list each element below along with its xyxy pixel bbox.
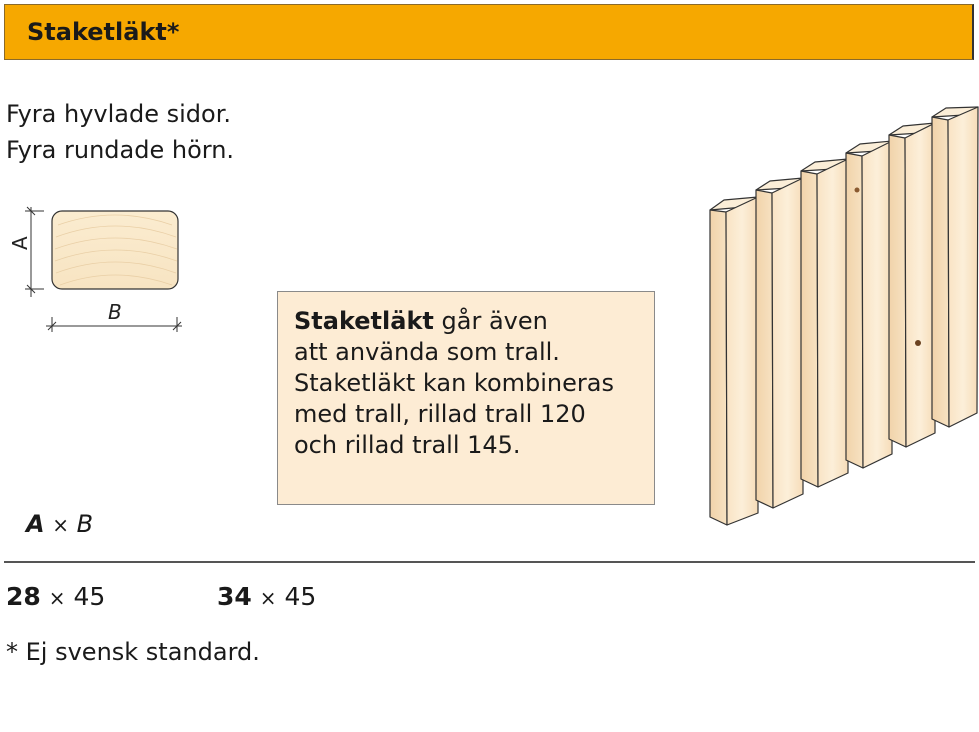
intro-line: Fyra rundade hörn. bbox=[6, 136, 235, 164]
dimension-label-a: A bbox=[8, 236, 32, 250]
dimension-entry: 34 × 45 bbox=[217, 582, 316, 611]
section-header: Staketläkt* bbox=[4, 4, 974, 60]
divider bbox=[4, 561, 975, 563]
dim-b-value: 45 bbox=[284, 582, 317, 611]
times-sign: × bbox=[48, 586, 66, 610]
info-box: Staketläkt går även att använda som tral… bbox=[277, 291, 655, 505]
dim-b-value: 45 bbox=[73, 582, 106, 611]
section-title: Staketläkt* bbox=[27, 18, 180, 46]
dim-b-label: B bbox=[76, 510, 94, 538]
note-text: Staketläkt kan kombineras bbox=[294, 369, 614, 397]
dim-a-value: 34 bbox=[217, 582, 252, 611]
dimension-header: A × B bbox=[26, 510, 93, 538]
times-sign: × bbox=[259, 586, 277, 610]
dimension-entry: 28 × 45 bbox=[6, 582, 105, 611]
dim-a-label: A bbox=[26, 510, 45, 538]
note-text: med trall, rillad trall 120 bbox=[294, 400, 586, 428]
note-text: och rillad trall 145. bbox=[294, 431, 521, 459]
dim-a-value: 28 bbox=[6, 582, 41, 611]
fence-illustration bbox=[709, 106, 979, 526]
intro-line: Fyra hyvlade sidor. bbox=[6, 100, 232, 128]
cross-section-diagram: A B bbox=[8, 206, 182, 332]
note-text: går även bbox=[433, 307, 548, 335]
note-text: att använda som trall. bbox=[294, 338, 560, 366]
times-sign: × bbox=[52, 513, 69, 537]
dimension-label-b: B bbox=[108, 300, 122, 324]
footnote: * Ej svensk standard. bbox=[6, 638, 260, 666]
intro-text: Fyra hyvlade sidor. Fyra rundade hörn. bbox=[6, 96, 234, 168]
note-bold: Staketläkt bbox=[294, 307, 434, 335]
